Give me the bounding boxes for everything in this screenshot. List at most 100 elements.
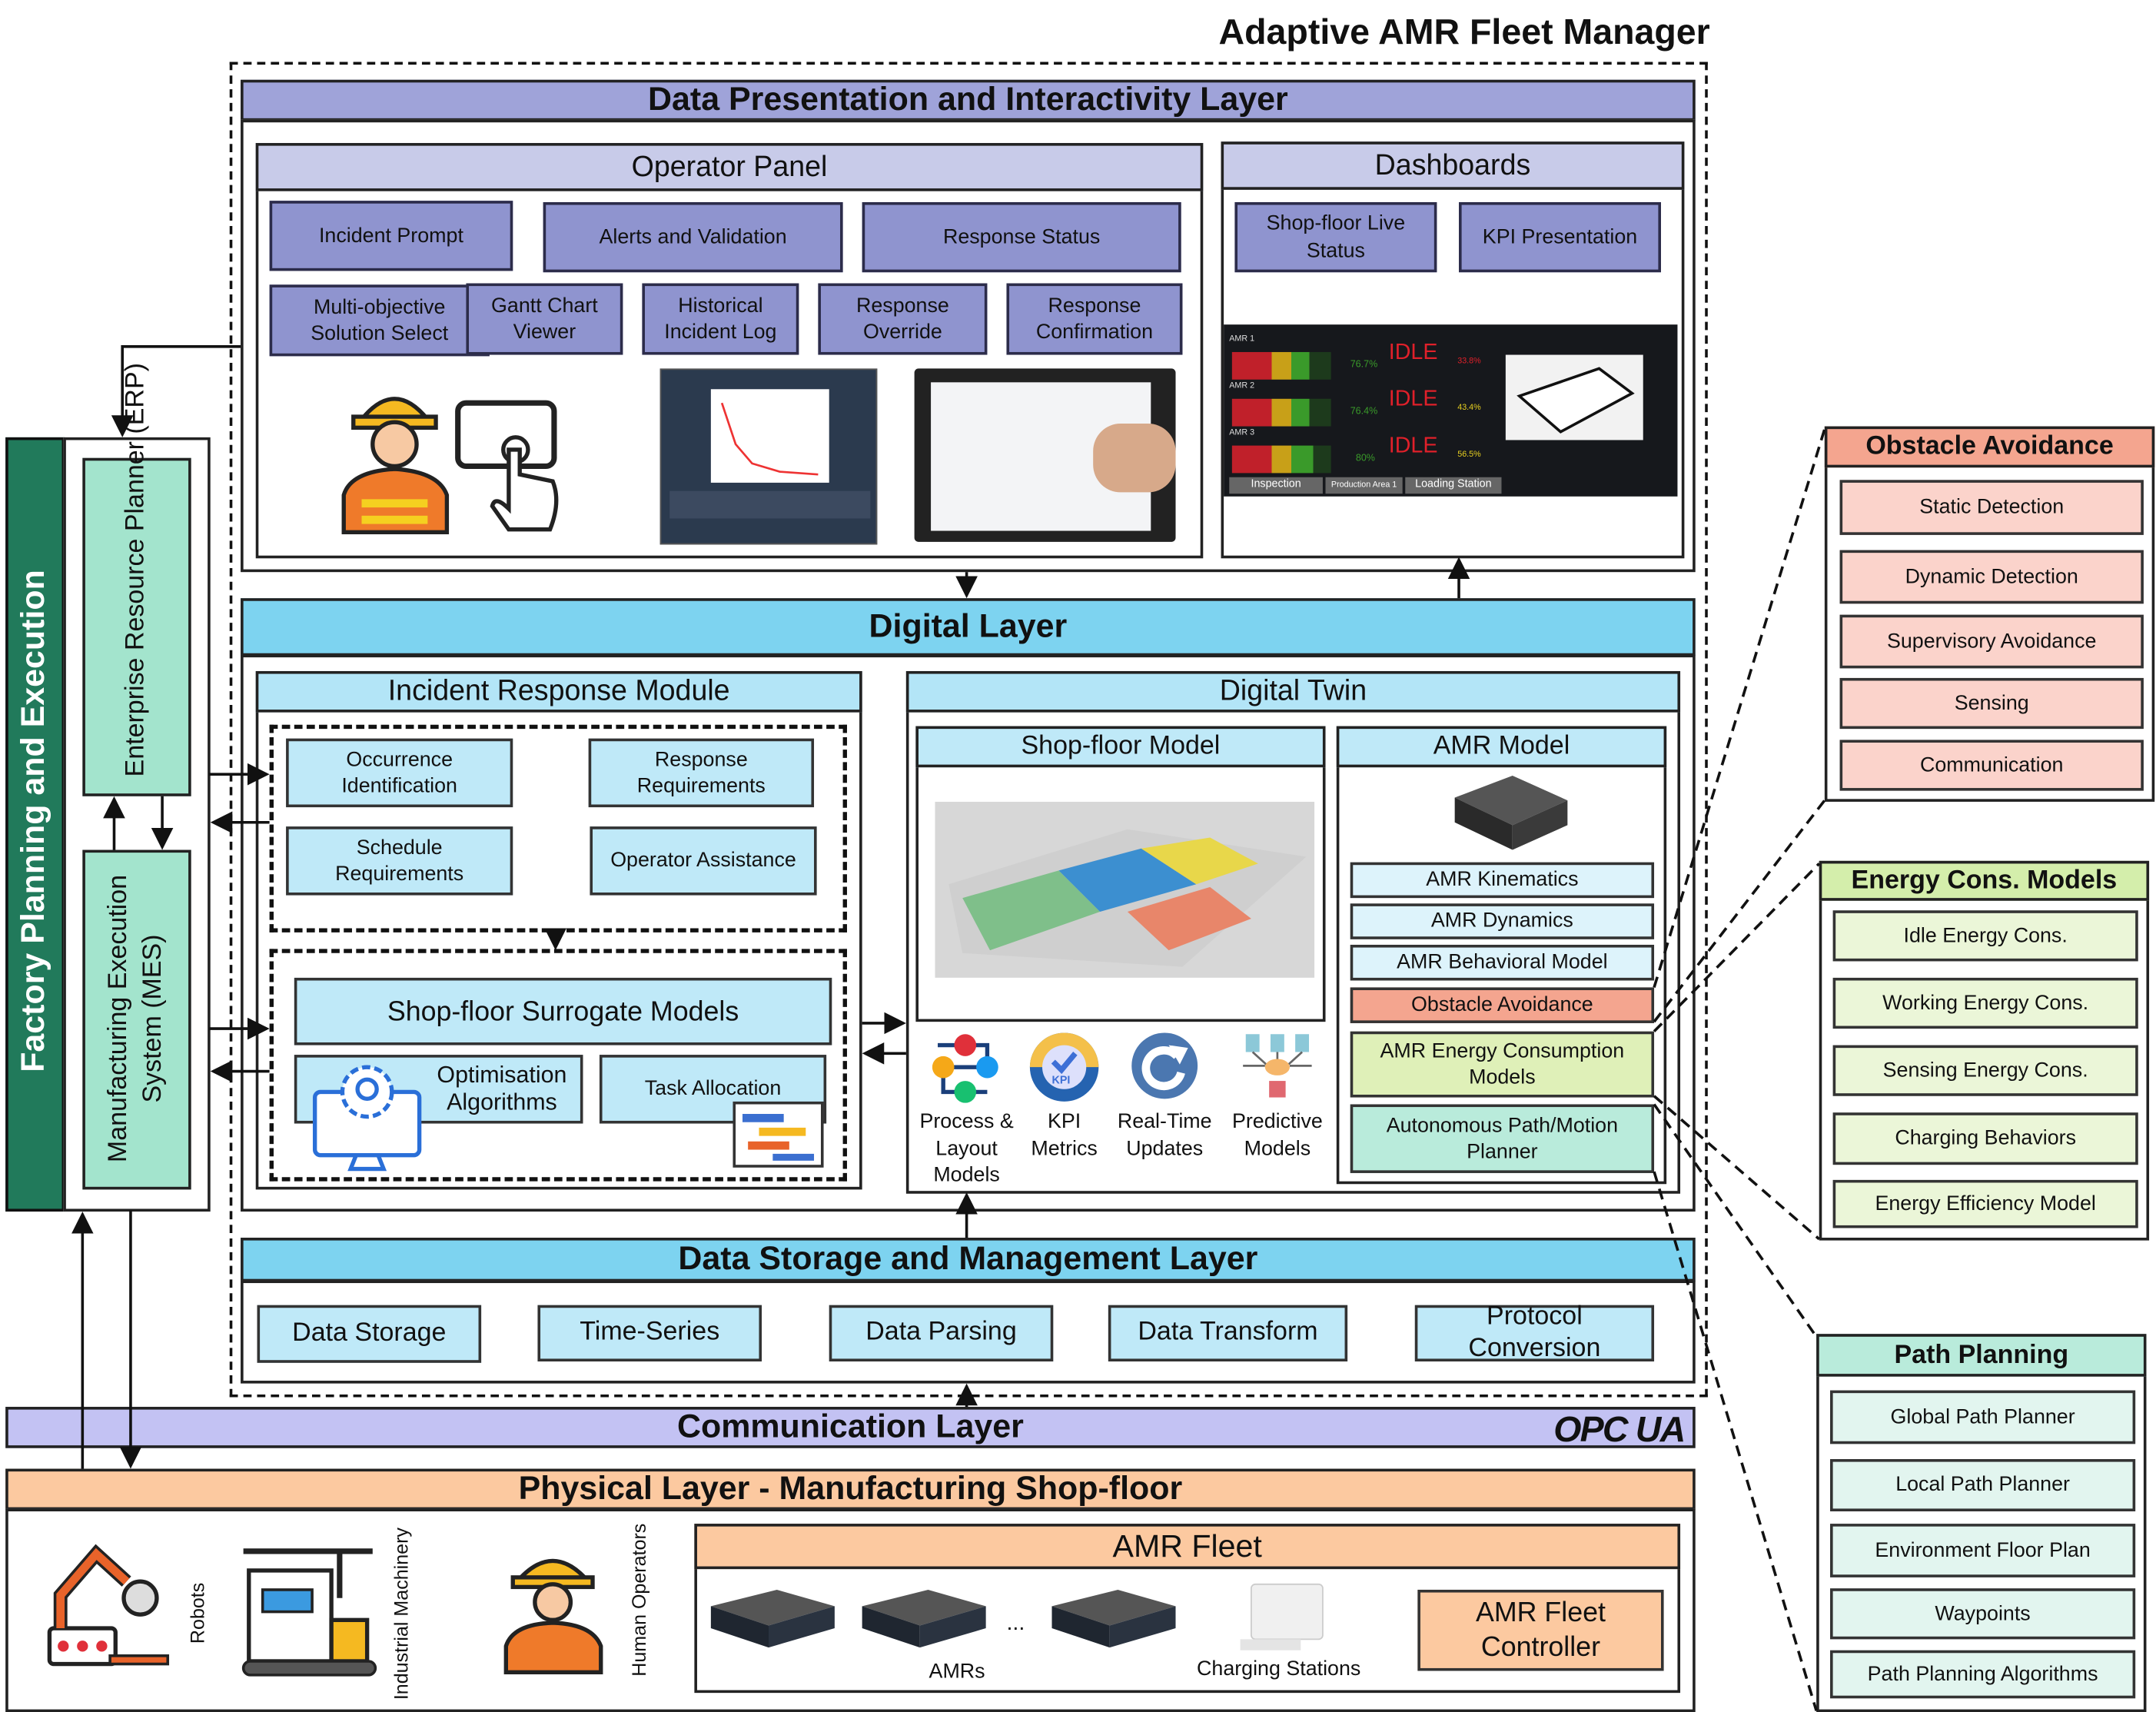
mes-box <box>82 849 191 1190</box>
real-time-updates-label: Real-Time Updates <box>1117 1109 1212 1160</box>
amr3-charge: 80% <box>1355 454 1375 464</box>
amr-behavioral-model: AMR Behavioral Model <box>1350 944 1655 981</box>
sensing-energy: Sensing Energy Cons. <box>1832 1045 2138 1096</box>
task-allocation-gantt-icon <box>733 1101 824 1168</box>
digital-layer-header: Digital Layer <box>241 598 1696 657</box>
amr3-location: Loading Station <box>1405 477 1502 494</box>
historical-incident-log-button[interactable]: Historical Incident Log <box>642 283 799 355</box>
predictive-models-label: Predictive Models <box>1231 1109 1323 1160</box>
amr-model-header: AMR Model <box>1336 726 1667 768</box>
human-operator-icon <box>503 1558 603 1674</box>
factory-planning-title: Factory Planning and Execution <box>15 570 52 1072</box>
environment-floor-plan: Environment Floor Plan <box>1830 1524 2136 1577</box>
kpi-gauge-icon: KPI <box>1029 1032 1099 1102</box>
refresh-icon <box>1131 1032 1198 1099</box>
incident-prompt-button[interactable]: Incident Prompt <box>269 201 513 271</box>
brain-network-icon <box>1243 1034 1312 1098</box>
optimisation-gear-monitor-icon <box>312 1065 422 1172</box>
shopfloor-live-status-button[interactable]: Shop-floor Live Status <box>1234 201 1437 273</box>
industrial-machine-icon <box>241 1548 377 1677</box>
mes-label: Manufacturing Execution System (MES) <box>104 874 168 1163</box>
time-series: Time-Series <box>537 1305 762 1362</box>
obstacle-panel-header: Obstacle Avoidance <box>1824 426 2155 468</box>
amr-ellipsis: ... <box>1006 1611 1025 1636</box>
static-detection: Static Detection <box>1839 480 2144 535</box>
amr1-utilisation: 33.8% <box>1457 357 1481 366</box>
response-requirements: Response Requirements <box>588 738 815 808</box>
robots-label: Robots <box>186 1582 209 1644</box>
amr3-charge-bar <box>1231 445 1331 474</box>
opc-ua-logo: OPC UA <box>1553 1408 1686 1450</box>
task-allocation: Task Allocation <box>599 1055 827 1124</box>
amr2-status: IDLE <box>1388 387 1438 411</box>
amr-robot-image <box>1454 775 1568 850</box>
working-energy: Working Energy Cons. <box>1832 977 2138 1029</box>
robot-arm-icon <box>47 1544 170 1667</box>
factory-planning-bar <box>5 437 65 1212</box>
path-panel-header: Path Planning <box>1816 1334 2147 1377</box>
amr-fleet-header: AMR Fleet <box>694 1524 1681 1570</box>
shopfloor-model-header: Shop-floor Model <box>915 726 1326 768</box>
schedule-requirements: Schedule Requirements <box>286 826 513 896</box>
operator-assistance: Operator Assistance <box>590 826 817 896</box>
kpi-presentation-button[interactable]: KPI Presentation <box>1459 201 1661 273</box>
dashboards-header: Dashboards <box>1221 141 1685 190</box>
path-planning-algorithms: Path Planning Algorithms <box>1830 1650 2136 1699</box>
operator-panel-header: Operator Panel <box>255 143 1204 191</box>
amr2-label: AMR 2 <box>1229 382 1255 391</box>
diagram-title: Adaptive AMR Fleet Manager <box>1218 11 1710 52</box>
operator-worker-icon <box>341 397 450 534</box>
gantt-chart-viewer-button[interactable]: Gantt Chart Viewer <box>466 283 623 355</box>
amr-kinematics: AMR Kinematics <box>1350 862 1655 899</box>
tablet-photo <box>914 368 1176 542</box>
supervisory-avoidance: Supervisory Avoidance <box>1839 614 2144 669</box>
shopfloor-3d-model-image <box>935 801 1315 978</box>
dynamic-detection: Dynamic Detection <box>1839 550 2144 604</box>
amr1-label: AMR 1 <box>1229 335 1255 344</box>
occurrence-identification: Occurrence Identification <box>286 738 513 808</box>
storage-layer-header: Data Storage and Management Layer <box>241 1238 1696 1282</box>
human-operators-label: Human Operators <box>627 1523 650 1677</box>
communication-layer: Communication Layer <box>5 1407 1696 1448</box>
presentation-layer-header: Data Presentation and Interactivity Laye… <box>241 79 1696 121</box>
amr-fleet-controller: AMR Fleet Controller <box>1417 1589 1664 1671</box>
energy-efficiency-model: Energy Efficiency Model <box>1832 1179 2138 1228</box>
amr1-status: IDLE <box>1388 341 1438 365</box>
dashboard-screenshot: AMR 1 AMR 2 AMR 3 76.7% 76.4% 80% IDLE I… <box>1224 324 1678 497</box>
amr-units-image <box>710 1589 1176 1648</box>
incident-module-header: Incident Response Module <box>255 670 862 713</box>
amr-energy-consumption-models: AMR Energy Consumption Models <box>1350 1031 1655 1098</box>
data-storage: Data Storage <box>257 1305 482 1363</box>
response-confirmation-button[interactable]: Response Confirmation <box>1006 283 1183 355</box>
local-path-planner: Local Path Planner <box>1830 1459 2136 1512</box>
process-flow-icon <box>932 1034 998 1103</box>
waypoints: Waypoints <box>1830 1588 2136 1640</box>
amr2-location: Production Area 1 <box>1325 477 1403 494</box>
charging-stations-label: Charging Stations <box>1197 1657 1361 1681</box>
surrogate-group <box>269 949 847 1182</box>
amr2-charge: 76.4% <box>1350 407 1378 417</box>
sensing: Sensing <box>1839 677 2144 730</box>
tablet-touch-icon <box>455 400 559 532</box>
amr2-charge-bar <box>1231 398 1331 427</box>
amr3-status: IDLE <box>1388 434 1438 458</box>
kpi-metrics-label: KPI Metrics <box>1031 1109 1098 1160</box>
process-layout-models-label: Process & Layout Models <box>919 1109 1014 1187</box>
erp-label: Enterprise Resource Planner (ERP) <box>121 363 151 777</box>
global-path-planner: Global Path Planner <box>1830 1390 2136 1444</box>
amr3-utilisation: 56.5% <box>1457 450 1481 460</box>
autonomous-path-planner: Autonomous Path/Motion Planner <box>1350 1104 1655 1173</box>
operator-app-screenshot <box>659 368 878 545</box>
data-transform: Data Transform <box>1108 1305 1348 1362</box>
response-status-button[interactable]: Response Status <box>862 201 1181 273</box>
erp-box <box>82 457 191 796</box>
energy-panel-header: Energy Cons. Models <box>1819 860 2150 901</box>
charging-behaviors: Charging Behaviors <box>1832 1112 2138 1165</box>
digital-twin-header: Digital Twin <box>905 670 1681 713</box>
amr-dynamics: AMR Dynamics <box>1350 903 1655 939</box>
response-override-button[interactable]: Response Override <box>818 283 988 355</box>
alerts-validation-button[interactable]: Alerts and Validation <box>543 201 843 273</box>
live-digital-shadow <box>1505 354 1643 440</box>
protocol-conversion: Protocol Conversion <box>1414 1302 1655 1362</box>
multi-objective-select-button[interactable]: Multi-objective Solution Select <box>269 284 490 357</box>
